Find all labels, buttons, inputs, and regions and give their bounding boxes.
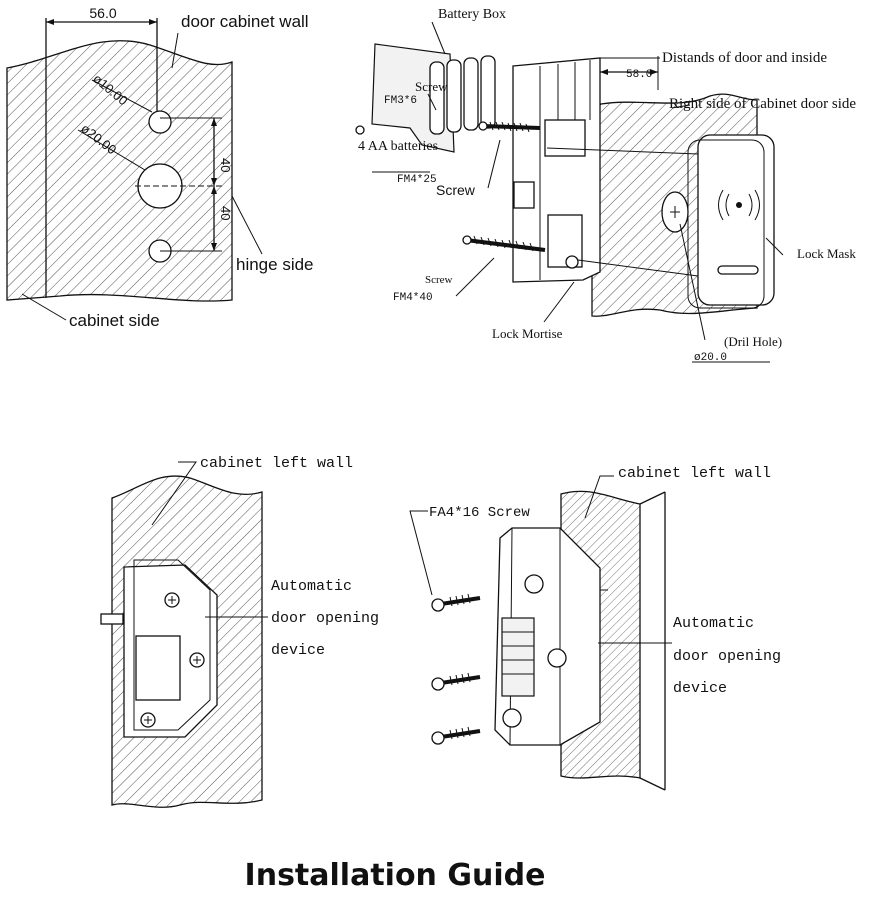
screw-label-3: Screw (425, 274, 453, 286)
device-label-2a: Automatic (673, 615, 754, 632)
small-hole-top (148, 110, 172, 134)
lock-mask-label: Lock Mask (797, 246, 856, 261)
battery-4 (480, 55, 496, 129)
opener-front-panel: cabinet left wall Automatic door opening… (100, 455, 379, 808)
mask-slot (717, 265, 759, 275)
lock-mortise-label: Lock Mortise (492, 326, 563, 341)
left-wall-label-1: cabinet left wall (200, 455, 353, 472)
battery-1 (429, 61, 445, 135)
drill-hole-label: (Dril Hole) (724, 334, 782, 349)
lock-mask (697, 134, 775, 306)
cabinet-side-label: cabinet side (69, 311, 160, 330)
door-wall-label: door cabinet wall (181, 12, 309, 31)
device-label-2c: device (673, 680, 727, 697)
screw-fa416-mid (431, 672, 481, 691)
opener-iso-panel: FA4*16 Screw cabinet left wall Automatic… (409, 465, 781, 791)
screw-fa416-bottom (431, 726, 481, 745)
fm440-label: FM4*40 (393, 292, 433, 304)
screw-fa416-top (431, 593, 481, 612)
screw-label-1: Screw (415, 79, 448, 94)
door-drill-template-panel: 56.0 door cabinet wall 40 40 ø10.00 ø20.… (6, 5, 314, 330)
left-wall-label-2: cabinet left wall (618, 465, 771, 482)
batteries-label: 4 AA batteries (358, 139, 438, 154)
dim-40-upper: 40 (218, 158, 233, 172)
lock-exploded-panel: 58.0 Battery Box Screw FM3*6 4 AA batter… (355, 7, 856, 364)
battery-box-label: Battery Box (438, 7, 506, 22)
fm36-label: FM3*6 (384, 95, 417, 107)
door-wall-hatched (6, 40, 233, 302)
distance-label: Distands of door and inside (662, 50, 827, 66)
screw-label-2: Screw (436, 182, 476, 198)
screw-fm425 (478, 121, 541, 133)
rfid-icon (718, 189, 760, 221)
dim-58: 58.0 (626, 69, 652, 81)
page-title: Installation Guide (244, 858, 546, 893)
right-side-label: Right side of Cabinet door side (669, 96, 856, 112)
d20-label: ø20.0 (694, 352, 727, 364)
fm425-label: FM4*25 (397, 174, 437, 186)
device-label-2b: door opening (673, 648, 781, 665)
battery-2 (446, 59, 462, 133)
device-label-1c: device (271, 642, 325, 659)
dim-40-lower: 40 (218, 206, 233, 220)
device-label-1b: door opening (271, 610, 379, 627)
screw-fm440 (462, 235, 546, 252)
hinge-side-label: hinge side (236, 255, 314, 274)
dim-56: 56.0 (89, 5, 116, 21)
battery-3 (463, 57, 479, 131)
device-label-1a: Automatic (271, 578, 352, 595)
fa416-screw-label: FA4*16 Screw (429, 505, 530, 521)
